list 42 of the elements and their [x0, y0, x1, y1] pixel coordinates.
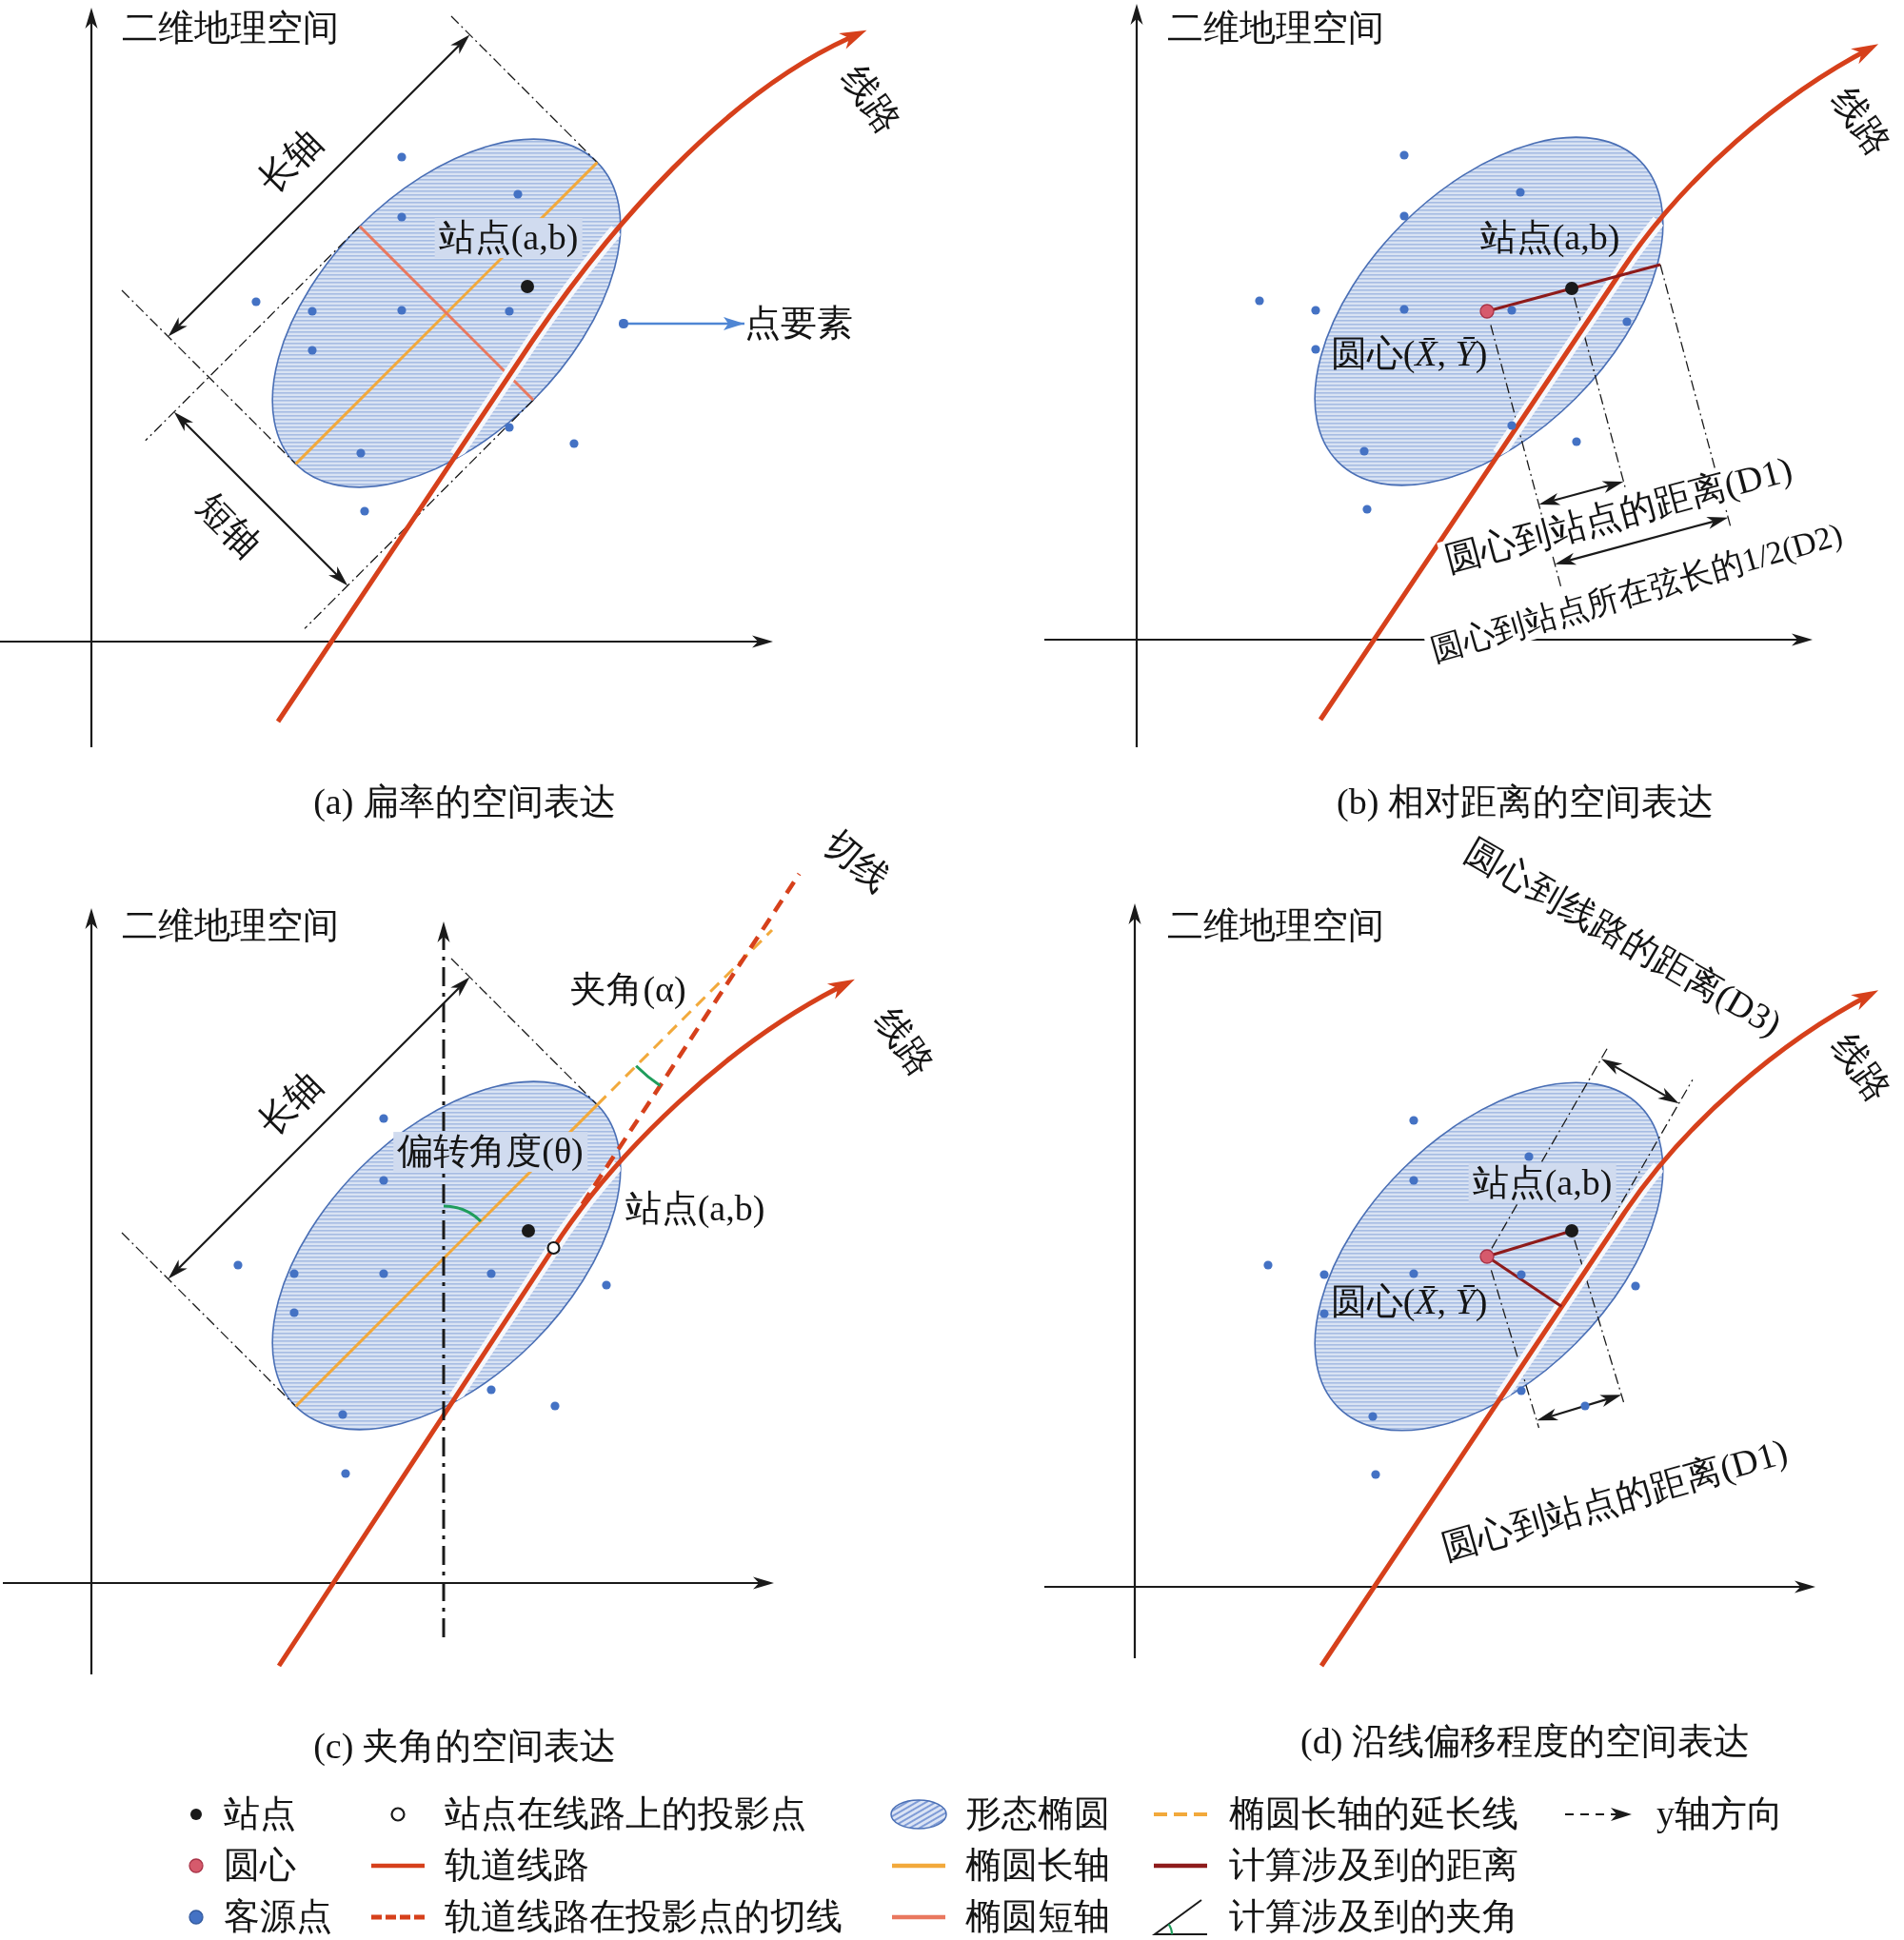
legend-label: 客源点	[224, 1897, 332, 1937]
arrow	[627, 317, 744, 330]
point-label: 站点(a,b)	[434, 218, 583, 258]
point-label: 站点(a,b)	[1479, 218, 1620, 258]
line-label: 切线	[816, 822, 898, 901]
legend-label: 形态椭圆	[965, 1794, 1110, 1834]
dimension-label: 短轴	[188, 485, 268, 565]
legend-label: 椭圆长轴的延长线	[1229, 1794, 1518, 1834]
legend-label: 计算涉及到的夹角	[1229, 1897, 1518, 1937]
dimension-label: 长轴	[250, 122, 330, 202]
angle-label: 偏转角度(θ)	[393, 1132, 587, 1172]
curve-label: 线路	[1824, 80, 1898, 164]
point-label: 站点(a,b)	[625, 1189, 765, 1229]
space-label: 二维地理空间	[122, 9, 339, 49]
dimension-label: 长轴	[250, 1064, 330, 1144]
legend-label: 站点	[224, 1794, 296, 1834]
point-label: 圆心(X̄, Ȳ)	[1330, 334, 1488, 374]
curve-label: 线路	[834, 58, 908, 142]
dimension-label: 圆心到线路的距离(D3)	[1458, 830, 1789, 1045]
point-label: 站点(a,b)	[1468, 1163, 1616, 1203]
legend-label: 圆心	[224, 1846, 296, 1886]
angle-label: 夹角(α)	[570, 970, 686, 1010]
panel-caption: (c) 夹角的空间表达	[313, 1727, 616, 1767]
panel-caption: (a) 扁率的空间表达	[313, 782, 616, 822]
space-label: 二维地理空间	[1167, 9, 1384, 49]
legend-label: 轨道线路	[445, 1846, 589, 1886]
panel-caption: (b) 相对距离的空间表达	[1337, 782, 1714, 822]
point-label: 圆心(X̄, Ȳ)	[1330, 1282, 1488, 1322]
curve-label: 线路	[867, 1000, 942, 1084]
legend-label: 计算涉及到的距离	[1229, 1846, 1518, 1886]
legend-label: 轨道线路在投影点的切线	[445, 1897, 843, 1937]
legend-label: 椭圆长轴	[965, 1846, 1110, 1886]
dimension-label: 圆心到站点的距离(D1)	[1437, 1432, 1793, 1569]
panel-caption: (d) 沿线偏移程度的空间表达	[1300, 1722, 1750, 1762]
legend-label: y轴方向	[1656, 1794, 1783, 1834]
annotation-label: 点要素	[744, 304, 853, 344]
legend-label: 椭圆短轴	[965, 1897, 1110, 1937]
space-label: 二维地理空间	[122, 906, 339, 946]
dot-icon	[619, 319, 628, 328]
legend-label: 站点在线路上的投影点	[445, 1794, 806, 1834]
space-label: 二维地理空间	[1167, 906, 1384, 946]
curve-label: 线路	[1824, 1026, 1898, 1110]
